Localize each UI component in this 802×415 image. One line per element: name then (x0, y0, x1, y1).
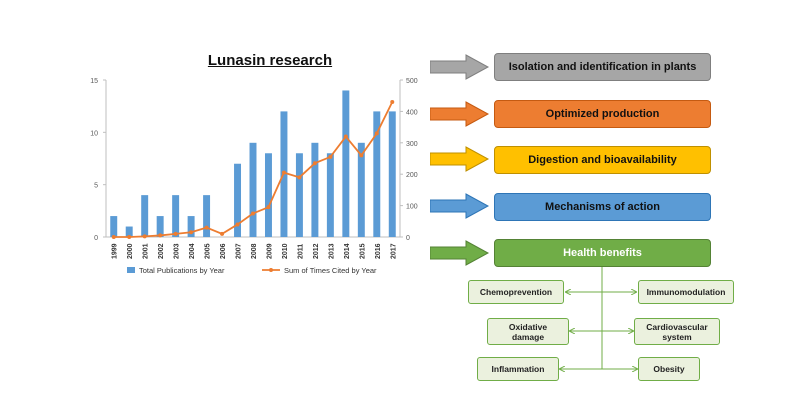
x-tick-label: 2013 (328, 243, 335, 259)
citations-point (111, 235, 116, 239)
y-left-tick-label: 0 (94, 235, 98, 242)
benefit-oxidative-damage: Oxidative damage (487, 318, 569, 345)
x-tick-label: 2001 (143, 243, 150, 259)
legend-label-bars: Total Publications by Year (139, 266, 225, 275)
benefit-immunomodulation: Immunomodulation (638, 280, 734, 304)
bar (172, 195, 180, 237)
bar (187, 216, 195, 237)
arrow-step-3 (430, 146, 490, 172)
x-tick-label: 2016 (375, 243, 382, 259)
x-tick-label: 2002 (158, 243, 165, 259)
lunasin-chart: 0 5 10 15 0 100 200 300 400 500 1999 2000 2001 2002 20… (90, 78, 418, 275)
benefit-obesity: Obesity (638, 357, 700, 381)
y-right-tick-label: 300 (406, 141, 418, 148)
bar (141, 195, 149, 237)
citations-point (189, 230, 194, 235)
x-tick-label: 2011 (297, 244, 304, 259)
benefit-cardiovascular: Cardiovascular system (634, 318, 720, 345)
x-tick-label: 2014 (344, 243, 351, 259)
bar (110, 216, 118, 237)
x-tick-label: 2010 (282, 243, 289, 259)
x-tick-label: 2004 (189, 243, 196, 259)
bar (342, 90, 350, 237)
arrow-step-1 (430, 54, 490, 80)
bar (357, 142, 365, 237)
arrow-step-5 (430, 240, 490, 266)
step-health-benefits: Health benefits (494, 239, 711, 267)
citations-point (173, 231, 178, 236)
citations-point (343, 134, 348, 139)
y-right-tick-label: 0 (406, 235, 410, 242)
citations-point (328, 154, 333, 159)
citations-point (235, 222, 240, 227)
citations-point (220, 231, 225, 236)
x-tick-label: 2009 (266, 243, 273, 259)
citations-point (359, 153, 364, 158)
citations-point (374, 131, 379, 136)
bar (326, 153, 334, 237)
chart-title: Lunasin research (207, 52, 333, 69)
bar (125, 226, 133, 237)
y-right-tick-label: 100 (406, 204, 418, 211)
x-tick-label: 2005 (205, 243, 212, 259)
x-tick-label: 2015 (359, 243, 366, 259)
citations-point (158, 233, 163, 238)
bar (264, 153, 272, 237)
legend-swatch-bars (127, 267, 135, 273)
x-tick-label: 2000 (127, 243, 134, 259)
x-tick-label: 2006 (220, 243, 227, 259)
y-right-tick-label: 400 (406, 109, 418, 116)
step-mechanisms: Mechanisms of action (494, 193, 711, 221)
legend-swatch-point (269, 268, 273, 272)
x-tick-label: 2012 (313, 243, 320, 259)
citations-point (142, 234, 147, 239)
citations-point (251, 211, 255, 216)
citations-point (297, 175, 302, 180)
arrow-step-2 (430, 101, 490, 127)
y-right-tick-label: 500 (406, 78, 418, 85)
bar (249, 142, 257, 237)
citations-point (204, 225, 209, 230)
step-digestion: Digestion and bioavailability (494, 146, 711, 174)
benefit-inflammation: Inflammation (477, 357, 559, 381)
y-left-tick-label: 10 (90, 130, 98, 137)
citations-point (266, 205, 271, 210)
step-isolation: Isolation and identification in plants (494, 53, 711, 81)
bar (373, 111, 381, 237)
x-tick-label: 2003 (174, 243, 181, 259)
x-tick-label: 1999 (112, 243, 119, 259)
y-left-tick-label: 5 (94, 183, 98, 190)
legend-label-line: Sum of Times Cited by Year (284, 266, 377, 275)
citations-point (127, 235, 132, 239)
y-left-tick-label: 15 (90, 78, 98, 85)
x-tick-label: 2007 (236, 243, 243, 259)
x-tick-label: 2017 (390, 243, 397, 259)
bar (156, 216, 164, 237)
step-production: Optimized production (494, 100, 711, 128)
bar (295, 153, 303, 237)
bar (311, 142, 319, 237)
citations-point (390, 99, 395, 104)
arrow-step-4 (430, 193, 490, 219)
bar (234, 163, 242, 237)
bar (203, 195, 211, 237)
citations-point (281, 170, 286, 175)
benefit-chemoprevention: Chemoprevention (468, 280, 564, 304)
y-right-tick-label: 200 (406, 172, 418, 179)
citations-point (312, 161, 317, 166)
bar (388, 111, 396, 237)
x-tick-label: 2008 (251, 243, 258, 259)
